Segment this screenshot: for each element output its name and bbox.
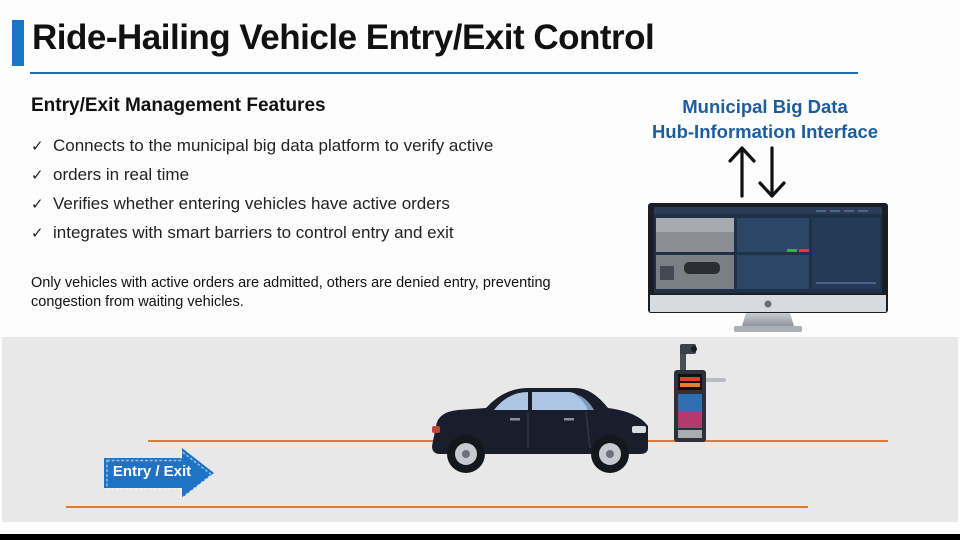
feature-text: Verifies whether entering vehicles have … (53, 193, 450, 213)
feature-item: ✓ Connects to the municipal big data pla… (31, 131, 493, 160)
check-icon: ✓ (31, 166, 44, 184)
check-icon: ✓ (31, 195, 44, 213)
feature-text: integrates with smart barriers to contro… (53, 222, 454, 242)
check-icon: ✓ (31, 137, 44, 155)
monitor-icon (648, 203, 888, 332)
hub-title-line-2: Hub-Information Interface (651, 121, 879, 142)
check-icon: ✓ (31, 224, 44, 242)
feature-item: ✓ integrates with smart barriers to cont… (31, 218, 493, 247)
bottom-bar (0, 534, 960, 540)
slide-title: Ride-Hailing Vehicle Entry/Exit Control (32, 18, 655, 57)
hub-title-line-1: Municipal Big Data (682, 96, 848, 117)
feature-item: ✓ orders in real time (31, 160, 493, 189)
up-down-arrows-icon (728, 146, 786, 198)
admission-note: Only vehicles with active orders are adm… (31, 275, 551, 310)
arrow-right-icon (104, 448, 214, 498)
title-accent-bar (12, 20, 24, 66)
feature-list: ✓ Connects to the municipal big data pla… (31, 131, 493, 247)
entry-exit-arrow: Entry / Exit (104, 448, 216, 498)
lane-line-lower (66, 506, 808, 508)
title-underline (30, 72, 858, 74)
car-icon (432, 388, 648, 473)
entry-exit-label: Entry / Exit (112, 463, 192, 480)
feature-text: Connects to the municipal big data platf… (53, 135, 494, 155)
feature-text: orders in real time (53, 164, 190, 184)
feature-item: ✓ Verifies whether entering vehicles hav… (31, 189, 493, 218)
barrier-gate-icon (674, 344, 726, 442)
features-heading: Entry/Exit Management Features (31, 95, 326, 116)
hub-title: Municipal Big Data Hub-Information Inter… (630, 94, 900, 144)
